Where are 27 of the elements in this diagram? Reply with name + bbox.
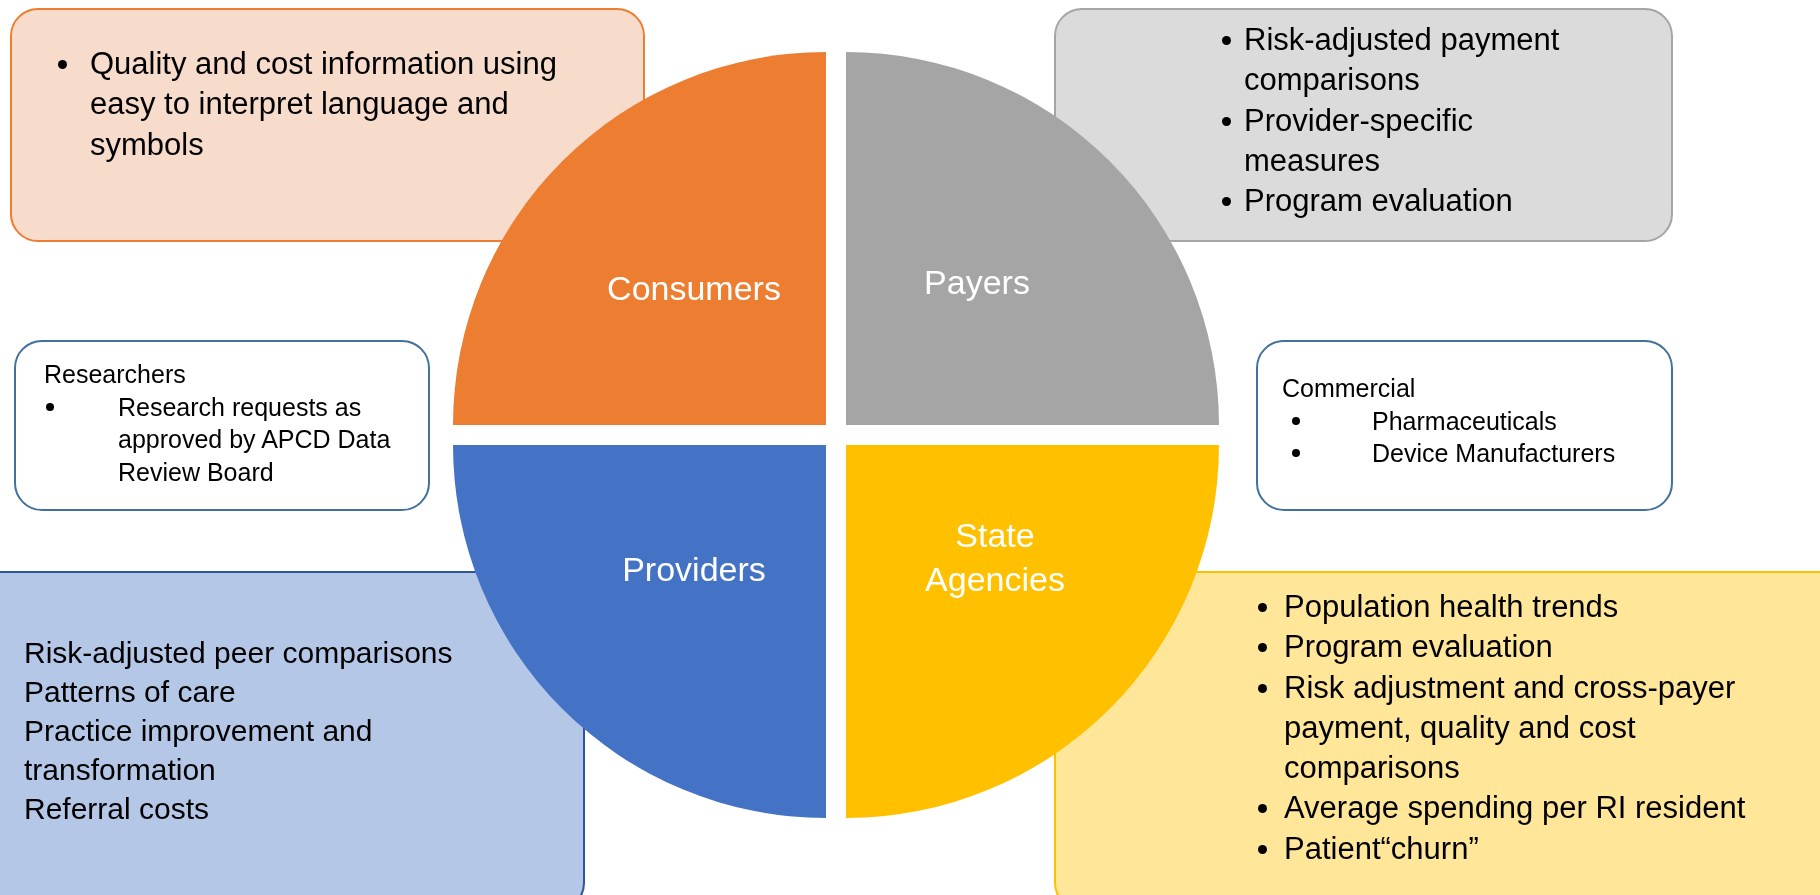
quadrant-label: State Agencies — [924, 514, 1066, 600]
bullet-item: Quality and cost information using easy to interpret language and symbols — [90, 44, 613, 165]
box-heading: Researchers — [44, 359, 187, 390]
bullet-item: Risk-adjusted payment comparisons — [1244, 20, 1601, 101]
quadrant-label: Consumers — [607, 267, 781, 309]
bullet-item: Research requests as approved by APCD Data Review Board — [44, 390, 418, 488]
bullet-item: Program evaluation — [1244, 181, 1601, 222]
info-box — [14, 340, 430, 511]
box-heading: Commercial — [1282, 373, 1417, 404]
bullet-item: Patient“churn” — [1284, 828, 1772, 870]
text-line: Referral costs — [24, 791, 211, 827]
bullet-item: Pharmaceuticals — [1282, 404, 1661, 437]
info-box — [0, 571, 585, 895]
bullet-item: Population health trends — [1284, 587, 1772, 628]
quadrant-label: Payers — [924, 261, 1030, 303]
bullet-item: Device Manufacturers — [1282, 437, 1661, 470]
quadrant-label: Providers — [622, 548, 766, 590]
bullet-item: Average spending per RI resident — [1284, 788, 1772, 829]
text-line: Risk-adjusted peer comparisons — [24, 635, 454, 671]
info-box — [1054, 8, 1673, 242]
text-line: Practice improvement and transformation — [24, 713, 374, 788]
info-box — [10, 8, 645, 242]
bullet-item: Program evaluation — [1284, 627, 1772, 668]
text-line: Patterns of care — [24, 674, 237, 710]
info-box — [1256, 340, 1673, 511]
bullet-item: Risk adjustment and cross-payer payment, quality and cost comparisons — [1284, 667, 1772, 789]
bullet-item: Provider-specific measures — [1244, 100, 1601, 182]
